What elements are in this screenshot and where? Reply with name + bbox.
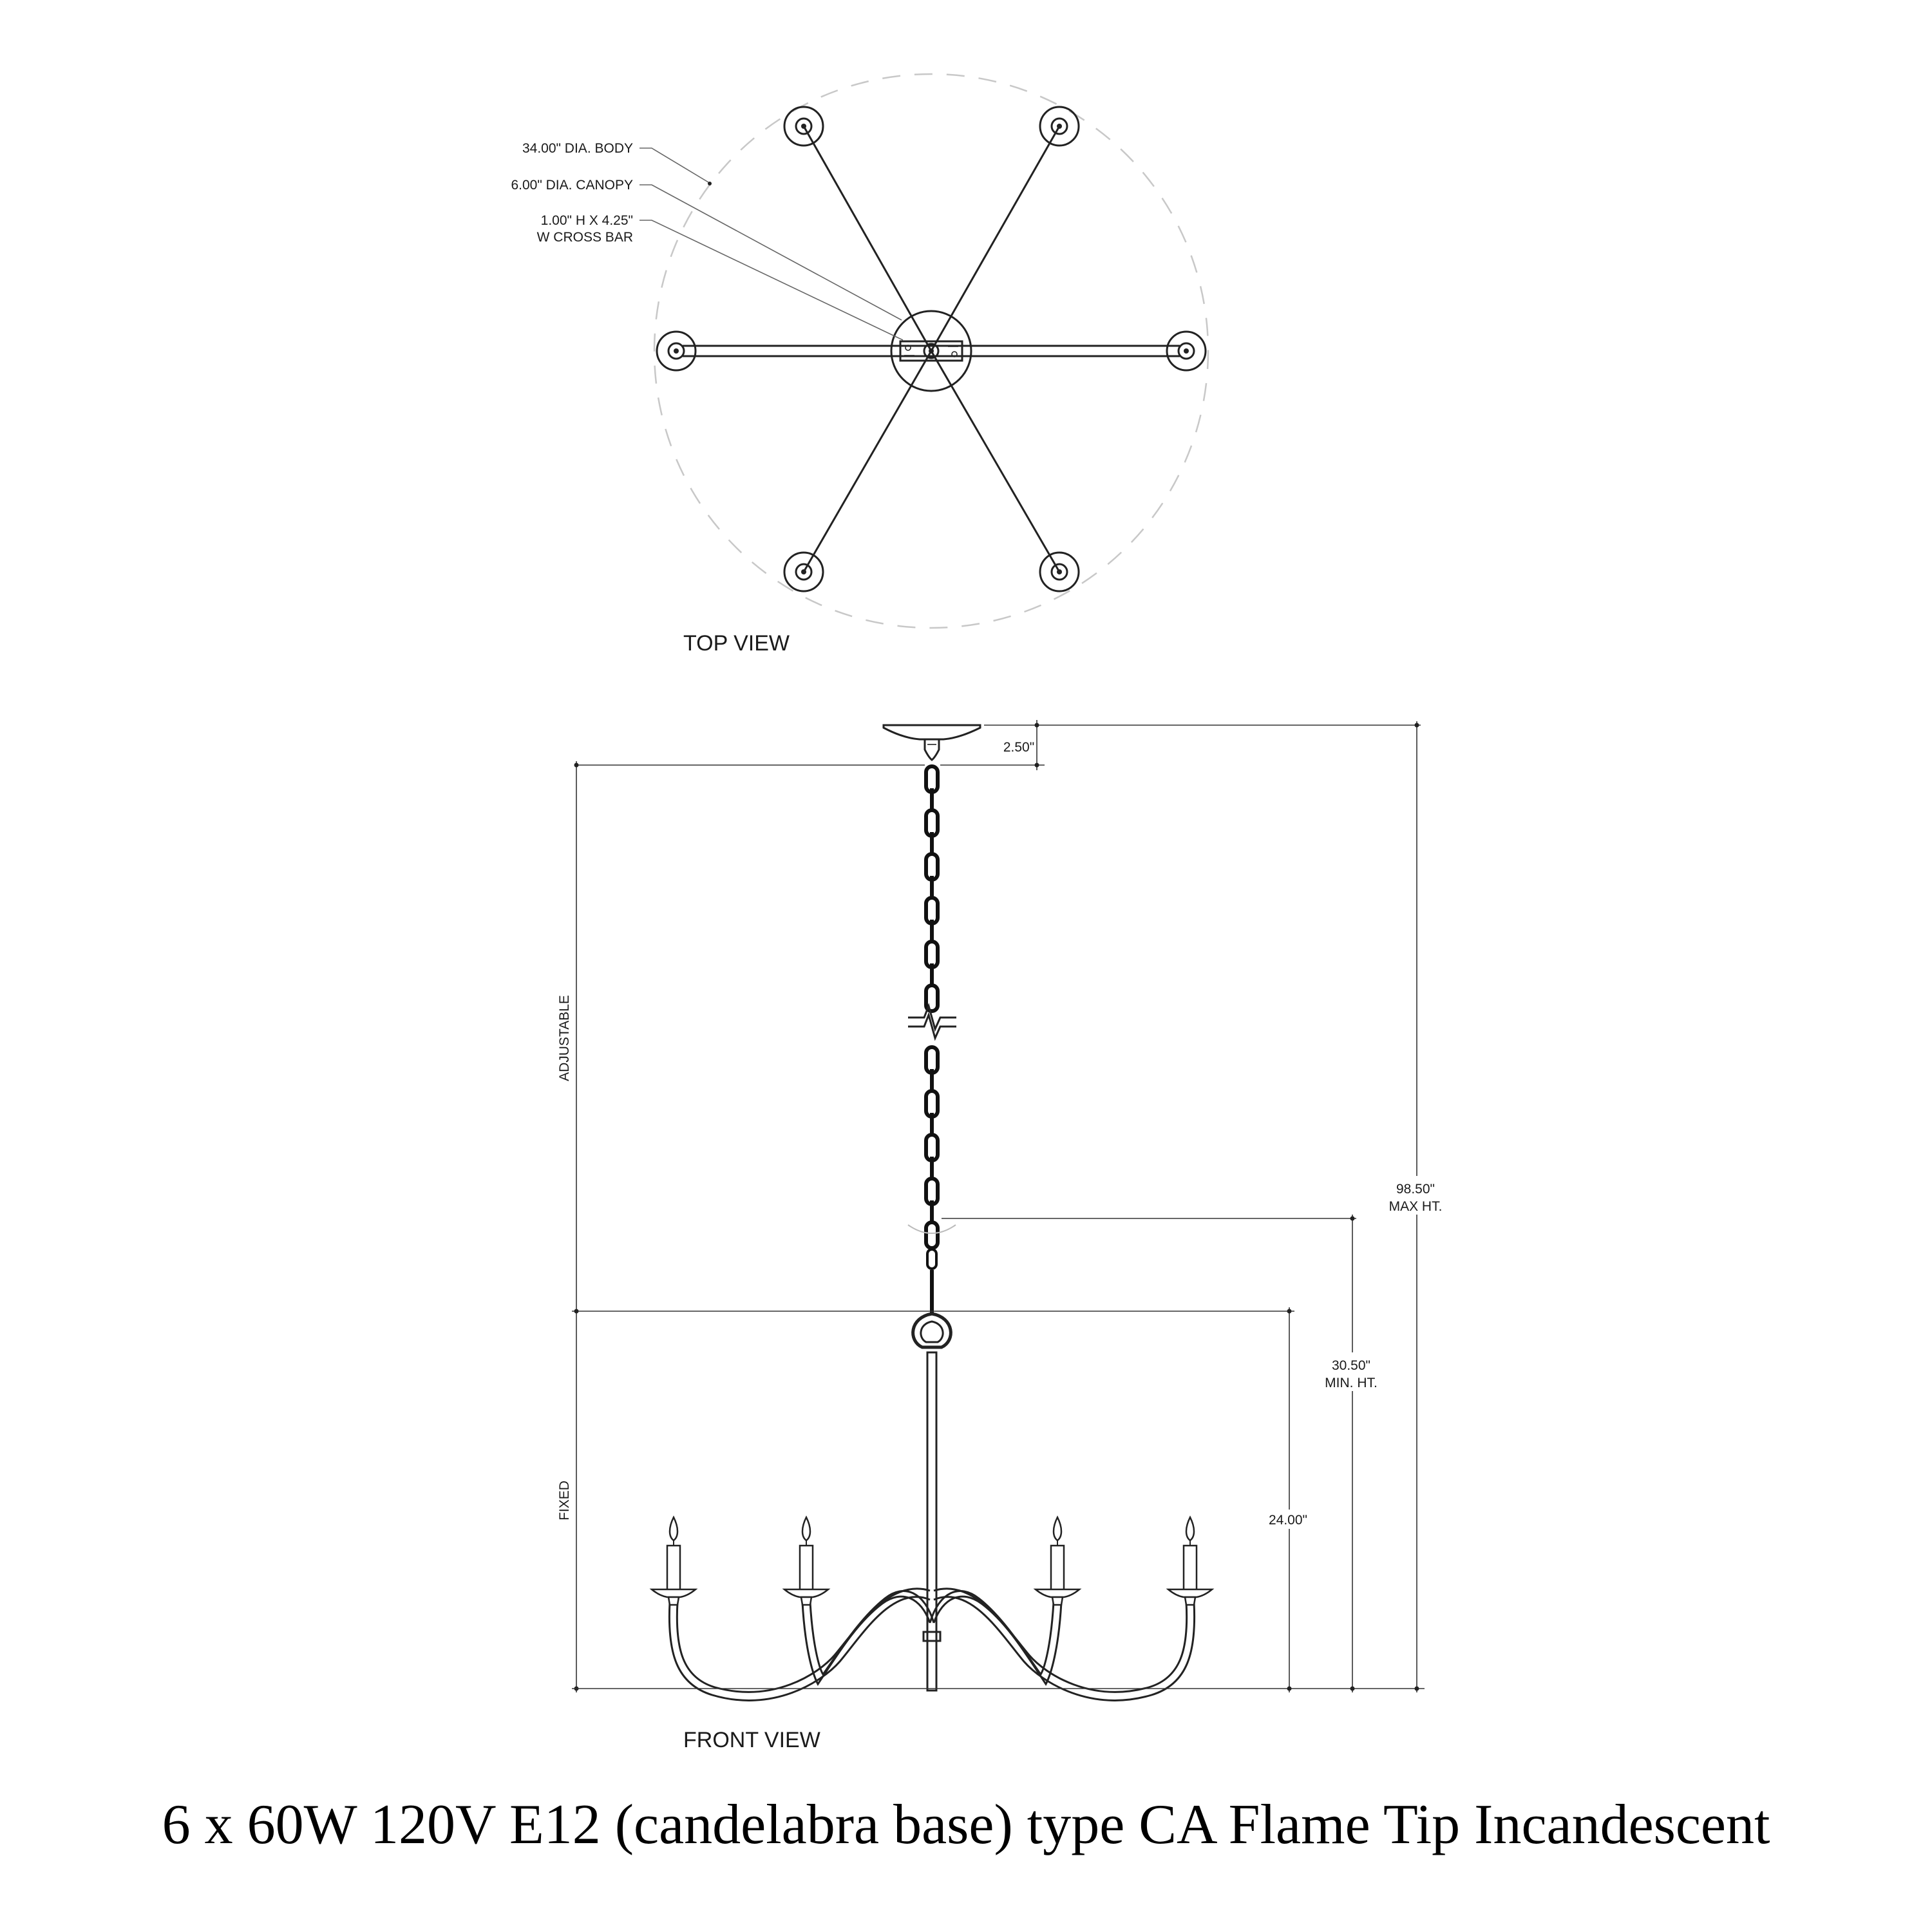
stem-loop <box>911 1312 952 1349</box>
dim-fixed-height: 24.00" <box>1269 1513 1307 1528</box>
chain-link <box>930 1113 934 1139</box>
chain-link <box>930 876 934 902</box>
body-outline-circle <box>653 73 1209 629</box>
arms <box>668 1587 1196 1701</box>
chain-break-symbol <box>908 1003 956 1032</box>
cup-top-left <box>783 106 824 147</box>
callout-body-dia: 34.00" DIA. BODY <box>522 141 633 156</box>
chain-link <box>930 1069 934 1095</box>
front-view-label: FRONT VIEW <box>683 1728 820 1752</box>
label-fixed: FIXED <box>557 1481 572 1520</box>
leader-canopy <box>639 184 902 321</box>
canopy-front <box>882 724 981 761</box>
top-view-cups <box>656 106 1207 592</box>
candle <box>649 1515 698 1606</box>
cup-bottom-left <box>783 551 824 592</box>
callout-canopy-dia: 6.00" DIA. CANOPY <box>511 178 633 193</box>
callout-cross-bar-line1: 1.00" H X 4.25" <box>541 213 633 228</box>
chain-link <box>930 788 934 814</box>
chain-link <box>930 920 934 945</box>
top-view-arms <box>683 126 1180 573</box>
cross-bar <box>899 340 963 362</box>
center-stem <box>926 1351 938 1692</box>
cup-right <box>1166 330 1207 372</box>
candle <box>1033 1515 1082 1606</box>
chain-link <box>930 1270 934 1314</box>
cup-left <box>656 330 697 372</box>
canopy-top <box>890 310 972 392</box>
leader-body <box>639 147 709 183</box>
dim-max-height-label: MAX HT. <box>1389 1199 1443 1214</box>
dim-max-height-value: 98.50" <box>1396 1182 1435 1197</box>
chain-link <box>930 1200 934 1226</box>
top-view-label: TOP VIEW <box>683 631 790 656</box>
callout-cross-bar-line2: W CROSS BAR <box>537 230 633 245</box>
cup-top-right <box>1039 106 1080 147</box>
chain-link <box>926 1248 938 1270</box>
candles <box>649 1515 1215 1606</box>
bulb-spec-text: 6 x 60W 120V E12 (candelabra base) type … <box>162 1794 1770 1856</box>
dim-min-height-value: 30.50" <box>1332 1358 1370 1373</box>
candle <box>1166 1515 1215 1606</box>
candle <box>782 1515 831 1606</box>
chain-link <box>930 963 934 989</box>
dim-canopy-height: 2.50" <box>1003 740 1034 755</box>
front-view: 2.50" 98.50" MAX HT. 30.50" MIN. HT. 24.… <box>557 720 1449 1752</box>
leader-cross-bar <box>639 220 904 341</box>
chain-link <box>930 1157 934 1182</box>
cup-bottom-right <box>1039 551 1080 592</box>
top-view: 34.00" DIA. BODY 6.00" DIA. CANOPY 1.00"… <box>511 73 1209 656</box>
label-adjustable: ADJUSTABLE <box>557 995 572 1081</box>
min-height-hook <box>907 1224 956 1234</box>
chain <box>907 764 956 1314</box>
chain-link <box>930 832 934 858</box>
dim-min-height-label: MIN. HT. <box>1325 1376 1378 1390</box>
dimension-lines <box>572 720 1425 1692</box>
chain-link <box>924 1220 940 1250</box>
